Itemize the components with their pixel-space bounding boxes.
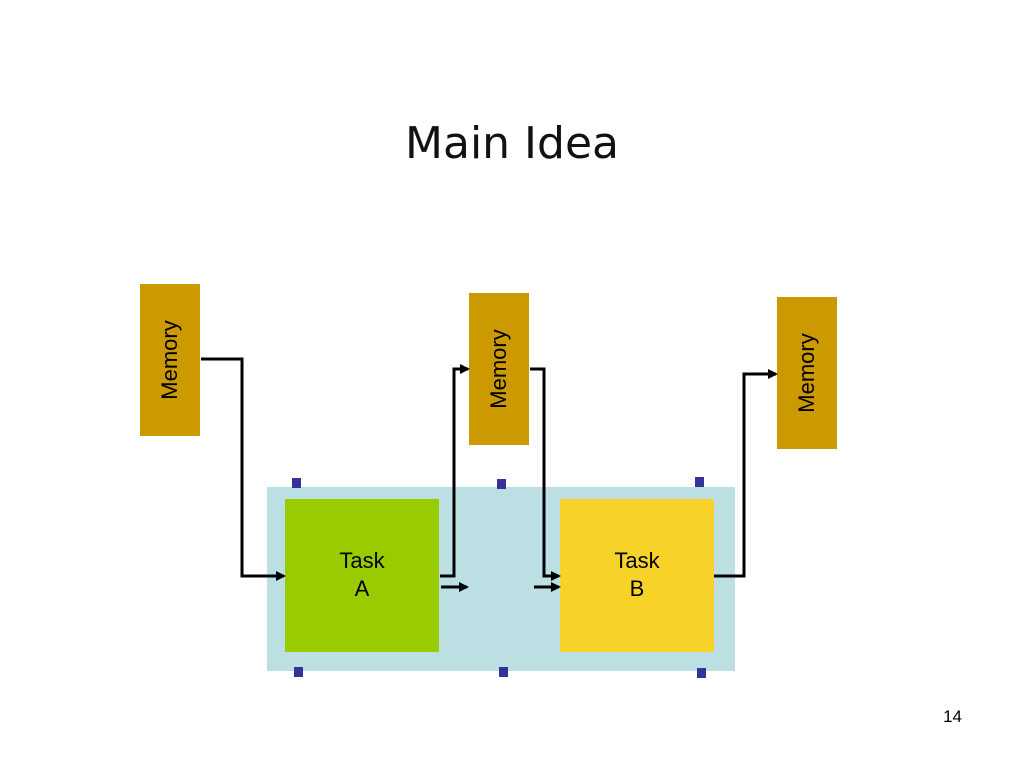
- task-b-box: Task B: [560, 499, 714, 652]
- memory-box: Memory: [777, 297, 837, 449]
- arrow-task-b-to-memory3: [714, 369, 778, 578]
- task-a-line-1: Task: [339, 548, 385, 573]
- arrow-task-a-to-memory2: [440, 364, 470, 578]
- selection-handle-bottom-left[interactable]: [294, 667, 303, 677]
- slide-title: Main Idea: [405, 118, 619, 169]
- task-a-box: Task A: [285, 499, 439, 652]
- task-a-line-2: A: [354, 576, 370, 601]
- selection-handle-top-middle[interactable]: [497, 479, 506, 489]
- memory-box: Memory: [469, 293, 529, 445]
- selection-handle-bottom-right[interactable]: [697, 668, 706, 678]
- selection-handle-bottom-middle[interactable]: [499, 667, 508, 677]
- memory-box: Memory: [140, 284, 200, 436]
- task-b-line-2: B: [629, 576, 645, 601]
- page-number: 14: [943, 707, 962, 726]
- task-b-line-1: Task: [614, 548, 660, 573]
- arrow-memory1-to-task-a: [201, 357, 286, 581]
- arrow-memory2-to-task-b: [530, 367, 561, 581]
- selection-handle-top-right[interactable]: [695, 477, 704, 487]
- selection-handle-top-left[interactable]: [292, 478, 301, 488]
